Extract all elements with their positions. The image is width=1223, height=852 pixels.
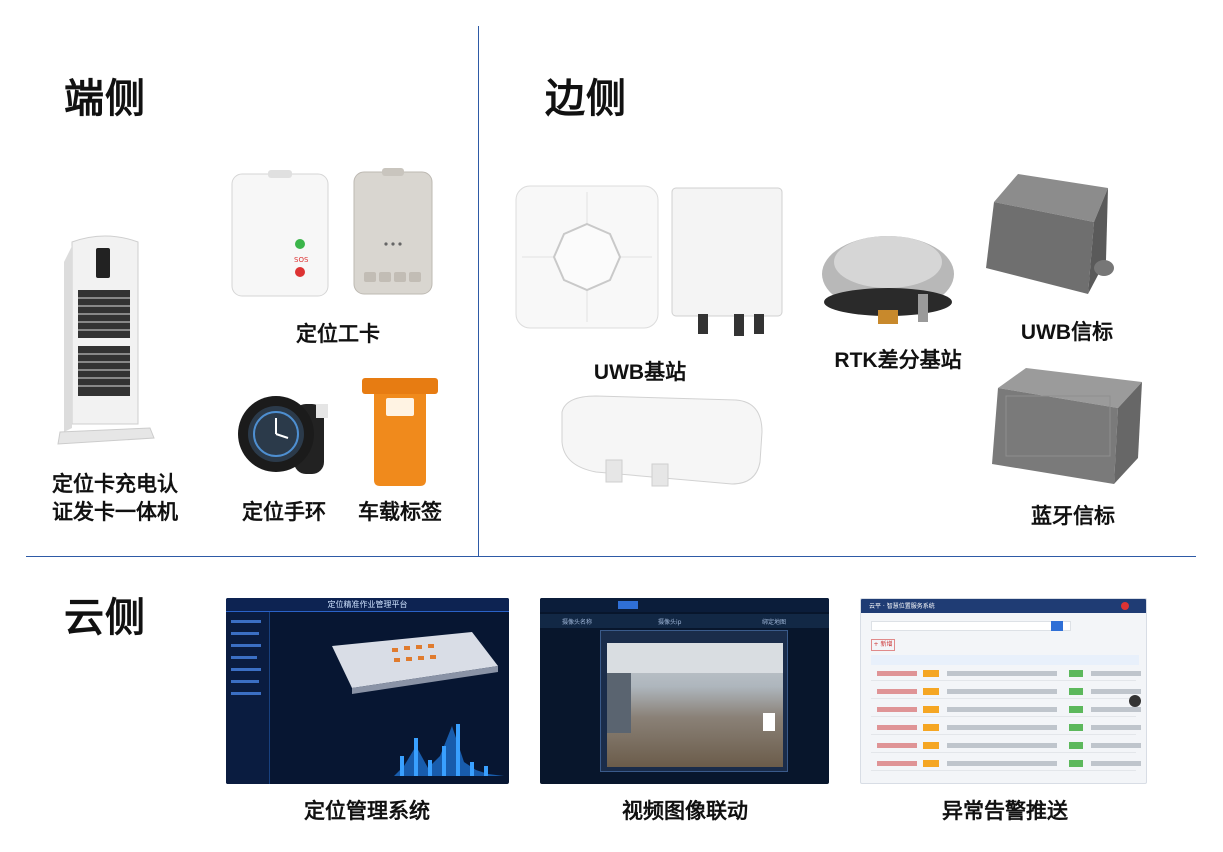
cloud-section-title: 云侧 xyxy=(64,595,146,641)
vehicle-tag-image xyxy=(362,378,438,486)
video-linkage-screenshot: 摄像头名称 摄像头ip 绑定地图 xyxy=(540,598,829,784)
bluetooth-beacon-image xyxy=(992,368,1142,484)
floor-plan-3d xyxy=(332,632,498,694)
positioning-system-screenshot: 定位精准作业管理平台 xyxy=(226,598,509,784)
alarm-header-title: 云平 · 智慧位置服务系统 xyxy=(869,603,935,610)
work-card-white-image: SOS xyxy=(231,170,329,297)
bracelet-image xyxy=(238,396,328,474)
uwb-beacon-image xyxy=(986,174,1114,294)
table-row xyxy=(871,739,1141,753)
video-tab-1: 摄像头名称 xyxy=(562,619,593,626)
video-popup xyxy=(600,630,788,772)
system-sidebar xyxy=(226,612,270,784)
vertical-divider xyxy=(478,26,479,556)
vehicle-tag-label: 车载标签 xyxy=(358,500,442,524)
charger-label-line2: 证发卡一体机 xyxy=(52,500,178,524)
bracelet-label: 定位手环 xyxy=(242,500,326,524)
uwb-beacon-label: UWB信标 xyxy=(1020,321,1114,344)
system-header: 定位精准作业管理平台 xyxy=(226,598,509,612)
alarm-push-screenshot: 云平 · 智慧位置服务系统 + 新增 xyxy=(860,598,1147,784)
video-frame xyxy=(607,643,783,767)
uwb-station-panel-image xyxy=(671,187,783,336)
system-mini-chart xyxy=(394,724,504,776)
sos-text: SOS xyxy=(294,256,309,264)
work-card-gray-image xyxy=(353,168,433,295)
video-tab-2: 摄像头ip xyxy=(658,619,682,626)
alarm-add-button[interactable]: + 新增 xyxy=(871,639,895,651)
charger-label: 定位卡充电认 证发卡一体机 xyxy=(30,470,200,526)
rtk-station-image xyxy=(822,236,954,324)
bluetooth-beacon-label: 蓝牙信标 xyxy=(1031,504,1115,528)
video-toolbar xyxy=(540,598,829,612)
table-row xyxy=(871,757,1141,771)
table-row xyxy=(871,703,1141,717)
work-card-label: 定位工卡 xyxy=(296,322,380,346)
terminal-section-title: 端侧 xyxy=(64,76,146,122)
uwb-station-square-image xyxy=(515,185,659,329)
positioning-system-label: 定位管理系统 xyxy=(304,799,430,823)
uwb-station-outdoor-image xyxy=(561,395,763,487)
edge-section-title: 边侧 xyxy=(545,76,627,122)
charger-kiosk-image xyxy=(57,235,155,445)
table-row xyxy=(871,721,1141,735)
table-row xyxy=(871,685,1141,699)
table-row xyxy=(871,667,1141,681)
system-header-title: 定位精准作业管理平台 xyxy=(327,600,408,609)
horizontal-divider xyxy=(26,556,1196,557)
video-table-header: 摄像头名称 摄像头ip 绑定地图 xyxy=(540,614,829,628)
alarm-push-label: 异常告警推送 xyxy=(942,799,1068,823)
uwb-station-label: UWB基站 xyxy=(593,361,687,384)
charger-label-line1: 定位卡充电认 xyxy=(52,472,178,496)
alarm-header: 云平 · 智慧位置服务系统 xyxy=(861,599,1146,613)
video-tab-3: 绑定地图 xyxy=(762,619,787,626)
video-linkage-label: 视频图像联动 xyxy=(622,799,748,823)
rtk-station-label: RTK差分基站 xyxy=(834,349,962,372)
play-icon[interactable] xyxy=(1129,695,1141,707)
